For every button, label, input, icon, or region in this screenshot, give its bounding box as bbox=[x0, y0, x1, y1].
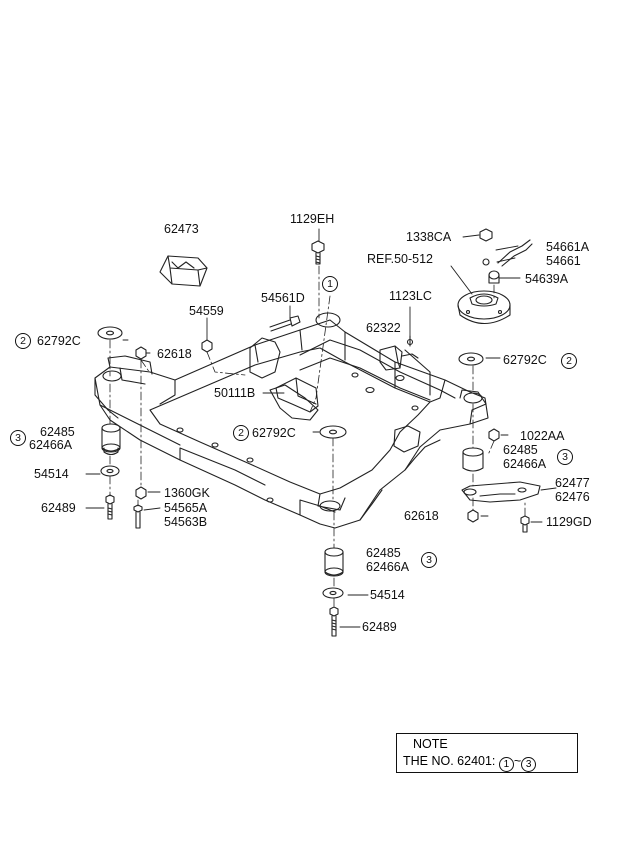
nut-1338CA bbox=[479, 228, 493, 242]
callout-circle-2-center: 2 bbox=[233, 425, 249, 441]
note-separator: ~ bbox=[513, 754, 522, 768]
sensor-bracket-62322 bbox=[379, 335, 419, 371]
washer-54514-bottom bbox=[322, 587, 344, 599]
part-label-62477: 62477 bbox=[555, 476, 590, 490]
part-label-62618-bottom: 62618 bbox=[404, 509, 439, 523]
part-label-54561D: 54561D bbox=[261, 291, 305, 305]
note-circle-from: 1 bbox=[498, 757, 514, 772]
part-label-1129EH: 1129EH bbox=[290, 212, 335, 226]
mount-bracket-62473 bbox=[159, 255, 208, 287]
clip-1360GK bbox=[135, 486, 147, 500]
stabilizer-link-54661 bbox=[482, 239, 533, 267]
part-label-54563B: 54563B bbox=[164, 515, 208, 529]
part-label-62485-bottom: 62485 bbox=[366, 546, 401, 560]
callout-circle-1: 1 bbox=[322, 276, 338, 292]
leader-lines bbox=[85, 228, 557, 628]
washer-62792C-right bbox=[458, 352, 484, 366]
ref-label-50-512: REF.50-512 bbox=[367, 252, 434, 266]
part-label-62485-left: 62485 bbox=[40, 425, 75, 439]
part-label-62473: 62473 bbox=[164, 222, 199, 236]
washer-62792C-left bbox=[97, 326, 123, 340]
part-label-62489-left: 62489 bbox=[41, 501, 76, 515]
bracket-62477 bbox=[461, 481, 541, 503]
part-label-50111B: 50111B bbox=[214, 386, 256, 400]
bolt-54565A bbox=[133, 504, 143, 529]
callout-circle-3-left: 3 bbox=[10, 430, 26, 446]
part-label-62792C-center: 62792C bbox=[252, 426, 296, 440]
part-label-54559: 54559 bbox=[189, 304, 224, 318]
part-label-62322: 62322 bbox=[366, 321, 401, 335]
part-label-54639A: 54639A bbox=[525, 272, 569, 286]
callout-circle-2-left: 2 bbox=[15, 333, 31, 349]
bolt-62489-left bbox=[105, 494, 115, 520]
crossmember-frame bbox=[94, 312, 489, 529]
part-label-54661A: 54661A bbox=[546, 240, 590, 254]
note-title: NOTE bbox=[413, 737, 448, 751]
bushing-right bbox=[462, 447, 484, 472]
part-label-62466A-right: 62466A bbox=[503, 457, 547, 471]
part-label-62466A-bottom: 62466A bbox=[366, 560, 410, 574]
bushing-left bbox=[101, 423, 121, 456]
washer-54514-left bbox=[100, 465, 120, 477]
part-label-62792C-right: 62792C bbox=[503, 353, 547, 367]
part-label-54565A: 54565A bbox=[164, 501, 208, 515]
part-label-54514-left: 54514 bbox=[34, 467, 69, 481]
note-text: THE NO. 62401: 1~3 bbox=[403, 754, 537, 772]
part-label-1360GK: 1360GK bbox=[164, 486, 210, 500]
part-label-62476: 62476 bbox=[555, 490, 590, 504]
strut-mount-54639A bbox=[457, 270, 511, 325]
part-label-62466A-left: 62466A bbox=[29, 438, 73, 452]
part-label-62792C-left: 62792C bbox=[37, 334, 81, 348]
bushing-bottom bbox=[324, 547, 344, 577]
callout-circle-2-right: 2 bbox=[561, 353, 577, 369]
nut-62618-bottom bbox=[467, 509, 479, 523]
part-label-54661: 54661 bbox=[546, 254, 581, 268]
part-label-54514-bottom: 54514 bbox=[370, 588, 405, 602]
bolt-54561D bbox=[269, 315, 301, 332]
assembly-centerlines bbox=[109, 265, 526, 607]
part-label-62618-top: 62618 bbox=[157, 347, 192, 361]
bracket-50111B bbox=[275, 377, 319, 413]
note-box: NOTE THE NO. 62401: 1~3 bbox=[396, 733, 578, 773]
bolt-62489-bottom bbox=[329, 606, 339, 637]
washer-62792C-center bbox=[319, 425, 347, 439]
nut-1022AA bbox=[488, 428, 500, 442]
part-label-1338CA: 1338CA bbox=[406, 230, 452, 244]
nut-62618-top bbox=[135, 346, 147, 360]
nut-54559 bbox=[201, 339, 213, 353]
part-label-1022AA: 1022AA bbox=[520, 429, 565, 443]
note-label: THE NO. 62401: bbox=[403, 754, 496, 768]
callout-circle-3-bottom: 3 bbox=[421, 552, 437, 568]
note-circle-to: 3 bbox=[521, 757, 537, 772]
bolt-1129GD bbox=[520, 515, 530, 533]
part-label-1129GD: 1129GD bbox=[546, 515, 592, 529]
part-label-62489-bottom: 62489 bbox=[362, 620, 397, 634]
callout-circle-3-right: 3 bbox=[557, 449, 573, 465]
bolt-1129EH bbox=[311, 240, 325, 265]
part-label-1123LC: 1123LC bbox=[389, 289, 432, 303]
part-label-62485-right: 62485 bbox=[503, 443, 538, 457]
